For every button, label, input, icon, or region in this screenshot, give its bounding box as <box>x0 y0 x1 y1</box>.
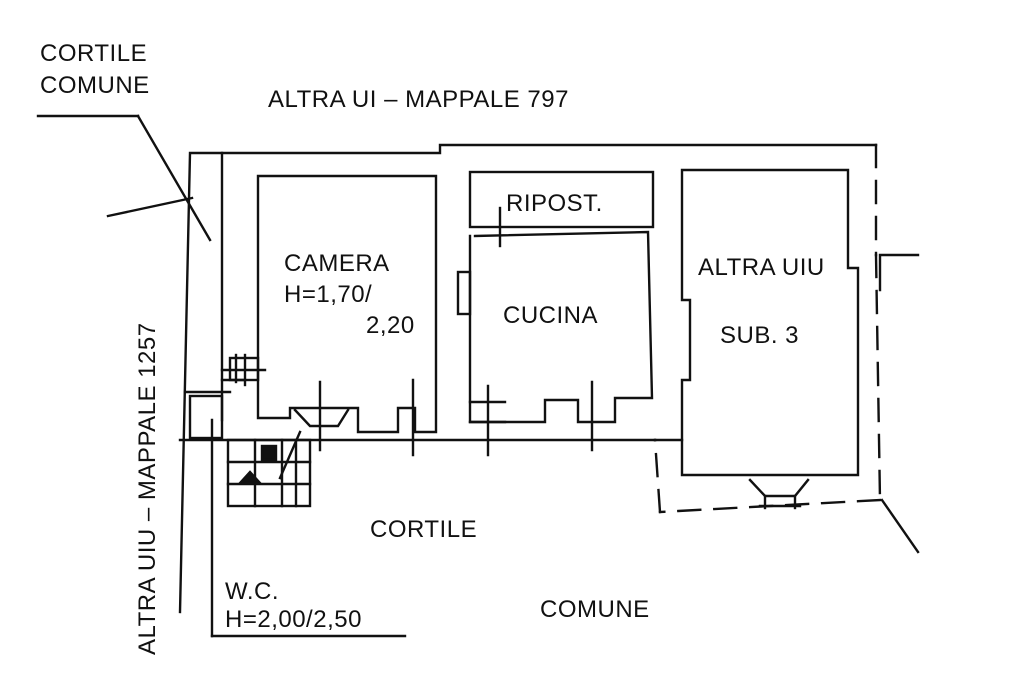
label-cucina: CUCINA <box>503 302 599 329</box>
label-camera-height-1: H=1,70/ <box>284 281 373 308</box>
label-cortile: CORTILE <box>370 516 478 543</box>
label-camera-height-2: 2,20 <box>366 312 415 339</box>
label-cortile-comune-line1: CORTILE <box>40 40 148 67</box>
leader-cortile-comune <box>36 114 212 242</box>
wc-stair-block <box>183 390 407 638</box>
right-leader-lines <box>878 253 920 554</box>
label-altra-uiu: ALTRA UIU <box>698 254 825 281</box>
label-ripostiglio: RIPOST. <box>506 190 603 217</box>
label-sub3: SUB. 3 <box>720 322 800 349</box>
label-wc: W.C. <box>225 578 279 605</box>
label-altra-uiu-mappale-1257: ALTRA UIU – MAPPALE 1257 <box>134 322 161 655</box>
camera-room <box>256 174 438 457</box>
cucina-room <box>456 230 654 457</box>
label-comune: COMUNE <box>540 596 650 623</box>
ripostiglio-room <box>468 170 655 248</box>
label-cortile-comune-line2: COMUNE <box>40 72 150 99</box>
label-camera: CAMERA <box>284 250 390 277</box>
label-wc-height: H=2,00/2,50 <box>225 606 362 633</box>
sub3-dashed-boundary <box>653 143 882 514</box>
label-altra-ui-mappale-797: ALTRA UI – MAPPALE 797 <box>268 86 569 113</box>
